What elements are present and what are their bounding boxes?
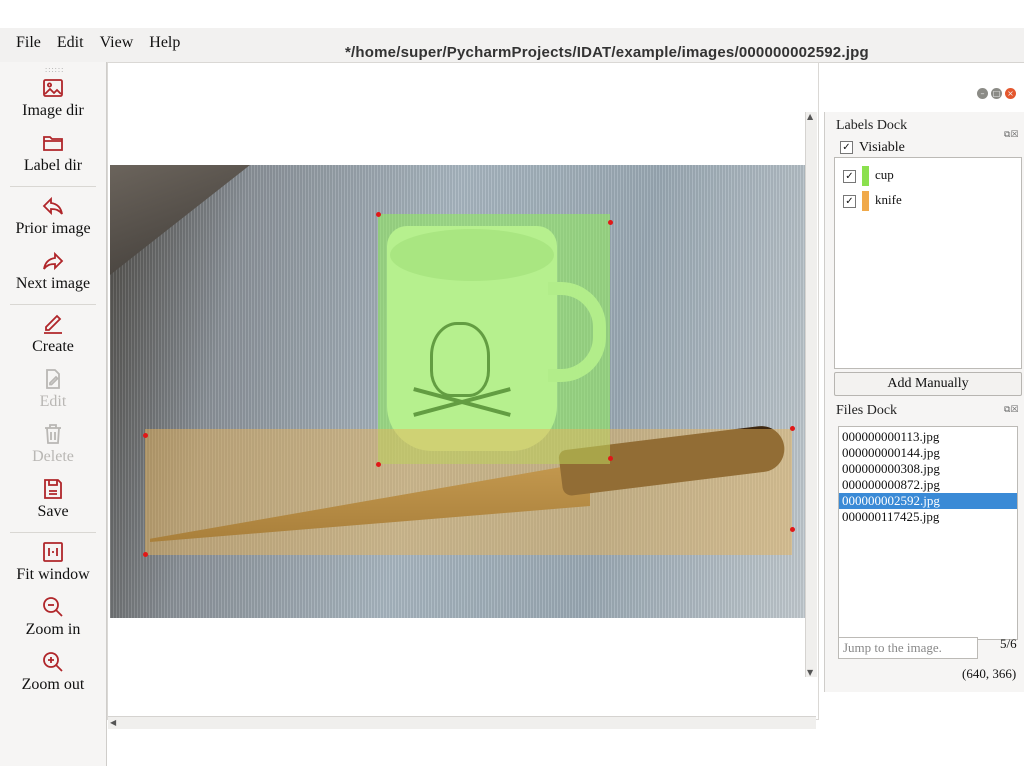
scroll-up-icon[interactable]: ▲ xyxy=(807,112,814,121)
files-list: 000000000113.jpg 000000000144.jpg 000000… xyxy=(838,426,1018,640)
file-item-selected[interactable]: 000000002592.jpg xyxy=(839,493,1017,509)
trash-icon xyxy=(45,424,61,444)
left-toolbar: :::::: Image dir Label dir Prior image xyxy=(0,62,107,766)
visible-label: Visiable xyxy=(859,140,905,155)
jump-to-image-input[interactable] xyxy=(838,637,978,659)
edit-button[interactable]: Edit xyxy=(0,367,106,411)
label-item-cup[interactable]: ✓ cup xyxy=(843,166,894,186)
labels-list: ✓ cup ✓ knife xyxy=(834,157,1022,369)
menu-bar: File Edit View Help xyxy=(8,34,188,52)
delete-button[interactable]: Delete xyxy=(0,422,106,466)
window-title: */home/super/PycharmProjects/IDAT/exampl… xyxy=(345,44,869,61)
menu-view[interactable]: View xyxy=(99,34,134,51)
label-dir-button[interactable]: Label dir xyxy=(0,131,106,175)
prior-image-button[interactable]: Prior image xyxy=(0,194,106,238)
arrow-left-icon xyxy=(42,196,63,216)
dock-float-close-icon[interactable]: ⧉☒ xyxy=(1004,405,1019,415)
fit-window-icon xyxy=(43,542,63,562)
file-count: 5/6 xyxy=(1000,636,1017,651)
edit-label: Edit xyxy=(39,393,67,410)
zoom-out-label: Zoom out xyxy=(21,676,85,693)
cursor-coordinates: (640, 366) xyxy=(962,666,1017,681)
file-item[interactable]: 000000117425.jpg xyxy=(842,509,940,524)
window-controls: – □ × xyxy=(977,88,1016,99)
fit-window-button[interactable]: Fit window xyxy=(0,540,106,584)
folder-icon xyxy=(43,136,63,151)
next-image-label: Next image xyxy=(15,275,91,292)
zoom-in-label: Zoom in xyxy=(25,621,81,638)
file-item[interactable]: 000000000113.jpg xyxy=(842,429,940,444)
save-icon xyxy=(44,479,62,499)
label-name: cup xyxy=(875,166,894,182)
menu-file[interactable]: File xyxy=(16,34,41,51)
color-swatch xyxy=(862,191,869,211)
checkbox-icon[interactable]: ✓ xyxy=(843,194,856,208)
file-item[interactable]: 000000000308.jpg xyxy=(842,461,940,476)
next-image-button[interactable]: Next image xyxy=(0,249,106,293)
image-dir-button[interactable]: Image dir xyxy=(0,76,106,120)
save-label: Save xyxy=(37,503,69,520)
toolbar-divider xyxy=(10,186,96,187)
delete-label: Delete xyxy=(32,448,74,465)
label-name: knife xyxy=(875,191,902,207)
label-item-knife[interactable]: ✓ knife xyxy=(843,191,902,211)
pen-icon xyxy=(44,314,62,334)
bounding-box-knife[interactable] xyxy=(145,429,792,555)
minimize-icon[interactable]: – xyxy=(977,88,988,99)
box-vertex[interactable] xyxy=(790,426,795,431)
prior-image-label: Prior image xyxy=(15,220,91,237)
zoom-out-magnifier-icon xyxy=(43,597,63,617)
add-manually-button[interactable]: Add Manually xyxy=(834,372,1022,396)
dock-float-close-icon[interactable]: ⧉☒ xyxy=(1004,130,1019,140)
menu-help[interactable]: Help xyxy=(149,34,181,51)
box-vertex[interactable] xyxy=(376,462,381,467)
edit-icon xyxy=(46,369,60,389)
toolbar-divider xyxy=(10,532,96,533)
files-dock-title: Files Dock xyxy=(836,403,898,418)
bounding-box-cup[interactable] xyxy=(378,214,610,464)
box-vertex[interactable] xyxy=(143,552,148,557)
box-vertex[interactable] xyxy=(608,456,613,461)
box-vertex[interactable] xyxy=(790,527,795,532)
label-dir-label: Label dir xyxy=(23,157,83,174)
zoom-in-button[interactable]: Zoom in xyxy=(0,595,106,639)
image-dir-label: Image dir xyxy=(22,102,84,119)
close-icon[interactable]: × xyxy=(1005,88,1016,99)
scroll-down-icon[interactable]: ▼ xyxy=(807,668,814,677)
box-vertex[interactable] xyxy=(608,220,613,225)
arrow-right-icon xyxy=(43,251,64,271)
color-swatch xyxy=(862,166,869,186)
horizontal-scrollbar[interactable]: ◀ xyxy=(108,716,816,729)
file-item[interactable]: 000000000872.jpg xyxy=(842,477,940,492)
zoom-in-magnifier-icon xyxy=(43,652,63,672)
labels-dock-title: Labels Dock xyxy=(836,118,908,133)
fit-window-label: Fit window xyxy=(16,566,90,583)
toolbar-grip[interactable]: :::::: xyxy=(45,65,65,74)
box-vertex[interactable] xyxy=(143,433,148,438)
maximize-icon[interactable]: □ xyxy=(991,88,1002,99)
create-button[interactable]: Create xyxy=(0,312,106,356)
checkbox-icon[interactable]: ✓ xyxy=(840,141,853,155)
create-label: Create xyxy=(32,338,74,355)
toolbar-divider xyxy=(10,304,96,305)
vertical-scrollbar[interactable]: ▲ ▼ xyxy=(805,112,817,677)
save-button[interactable]: Save xyxy=(0,477,106,521)
checkbox-icon[interactable]: ✓ xyxy=(843,169,856,183)
file-item[interactable]: 000000000144.jpg xyxy=(842,445,940,460)
image-icon xyxy=(43,79,63,97)
visible-toggle[interactable]: ✓ Visiable xyxy=(840,140,905,156)
scroll-left-icon[interactable]: ◀ xyxy=(110,718,117,727)
box-vertex[interactable] xyxy=(376,212,381,217)
zoom-out-button[interactable]: Zoom out xyxy=(0,650,106,694)
menu-edit[interactable]: Edit xyxy=(56,34,84,51)
